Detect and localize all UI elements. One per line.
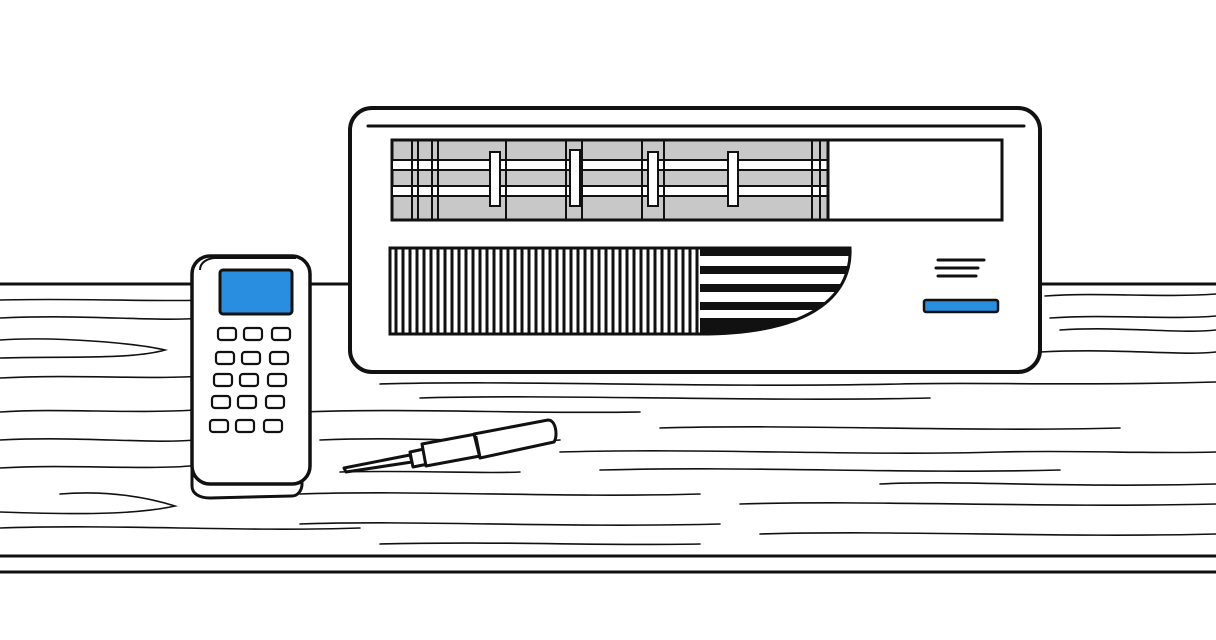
remote-button [216,326,238,342]
remote-button [214,350,236,366]
remote-button [238,372,260,388]
screwdriver-icon [342,418,558,474]
remote-button [240,350,262,366]
table-surface [0,282,1216,574]
air-conditioner-icon [348,106,1042,374]
remote-button [234,418,256,434]
ac-air-vent [388,246,852,336]
remote-button [262,418,284,434]
ac-indicator-lines [934,258,986,278]
remote-button [210,394,232,410]
remote-button [212,372,234,388]
remote-button [264,394,286,410]
remote-control-icon [190,254,312,500]
remote-button [268,350,290,366]
remote-screen [218,268,294,316]
remote-keypad [208,326,292,434]
remote-button [236,394,258,410]
ac-status-light [922,298,1000,314]
remote-button [266,372,288,388]
wood-grain [0,293,1216,546]
screwdriver-shaft [342,453,414,474]
remote-button [270,326,292,342]
ac-filter-grille [390,138,1004,222]
remote-button [242,326,264,342]
remote-button [208,418,230,434]
screwdriver-handle-end [472,418,558,460]
